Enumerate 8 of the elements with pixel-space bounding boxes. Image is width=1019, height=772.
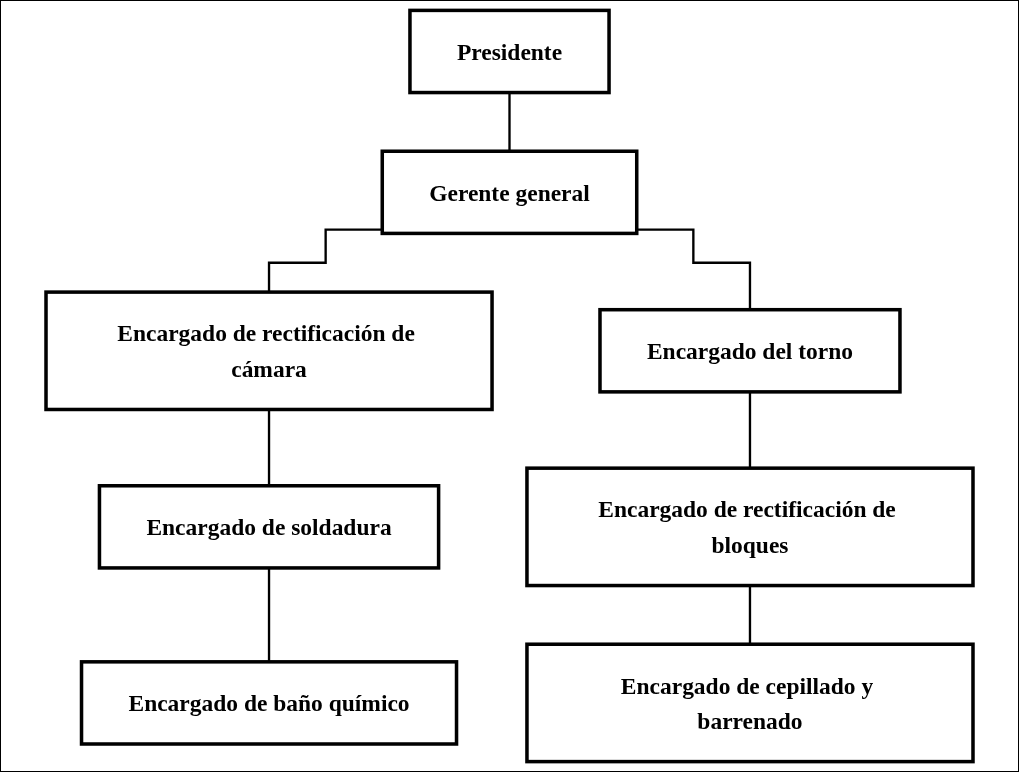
node-box: Encargado de baño químico [79, 660, 459, 746]
node-box: Encargado de soldadura [97, 484, 441, 570]
node-box: Encargado del torno [598, 307, 902, 394]
node-box: Encargado de cepillado y barrenado [525, 642, 975, 764]
node-box: Presidente [408, 8, 611, 95]
node-box: Encargado de rectificación de bloques [525, 466, 975, 588]
node-box: Gerente general [380, 149, 639, 236]
node-box: Encargado de rectificación de cámara [44, 290, 494, 412]
